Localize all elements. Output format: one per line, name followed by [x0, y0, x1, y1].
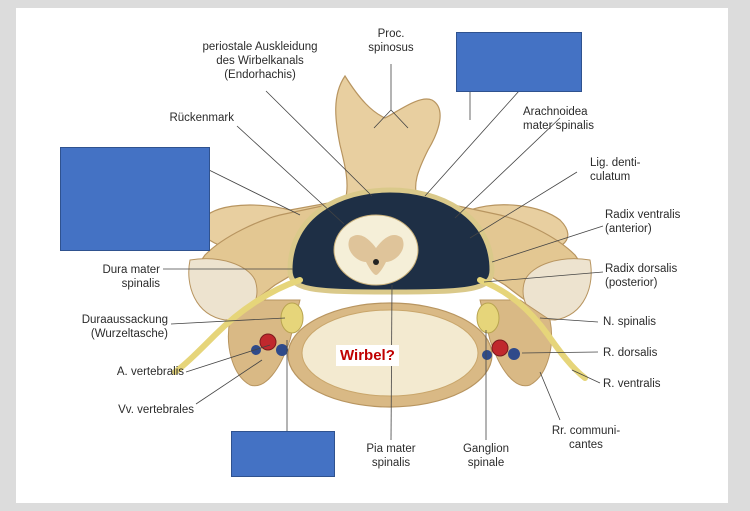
label-lig-denticulatum: Lig. denti- culatum: [590, 157, 641, 183]
right-vein-2: [482, 350, 492, 360]
right-ganglion: [476, 302, 500, 334]
label-vv-vertebrales: Vv. vertebrales: [118, 404, 194, 416]
label-radix-ventralis: Radix ventralis (anterior): [605, 209, 681, 235]
leader-lines: [163, 64, 604, 441]
label-ganglion-spinale: Ganglion spinale: [462, 443, 510, 469]
label-n-spinalis: N. spinalis: [603, 316, 657, 328]
right-artery: [491, 339, 509, 357]
label-rr-communicantes: Rr. communi- cantes: [551, 425, 621, 451]
left-spinal-nerve: [172, 277, 303, 375]
label-arachnoidea: Arachnoidea mater spinalis: [523, 106, 594, 132]
label-dura-mater: Dura mater spinalis: [102, 264, 160, 290]
answer-box-bottom[interactable]: [231, 431, 335, 477]
wirbel-question-label: Wirbel?: [336, 345, 399, 366]
answer-box-left[interactable]: [60, 147, 210, 251]
grey-matter: [348, 235, 404, 275]
left-artery: [259, 333, 277, 351]
left-vein-2: [251, 345, 261, 355]
label-radix-dorsalis: Radix dorsalis (posterior): [605, 263, 678, 289]
label-pia-mater: Pia mater spinalis: [366, 443, 416, 469]
label-r-ventralis: R. ventralis: [603, 378, 661, 390]
label-a-vertebralis: A. vertebralis: [116, 366, 184, 378]
label-r-dorsalis: R. dorsalis: [603, 347, 658, 359]
right-vein-1: [508, 348, 520, 360]
answer-box-top-right[interactable]: [456, 32, 582, 92]
label-rueckenmark: Rückenmark: [169, 112, 234, 124]
central-canal: [373, 259, 379, 265]
label-proc-spinosus: Proc. spinosus: [368, 28, 414, 54]
label-duraaussackung: Duraaussackung (Wurzeltasche): [81, 314, 168, 340]
left-vein-1: [276, 344, 288, 356]
label-periostale-auskleidung: periostale Auskleidung des Wirbelkanals …: [202, 41, 318, 81]
right-spinal-nerve: [477, 277, 588, 381]
